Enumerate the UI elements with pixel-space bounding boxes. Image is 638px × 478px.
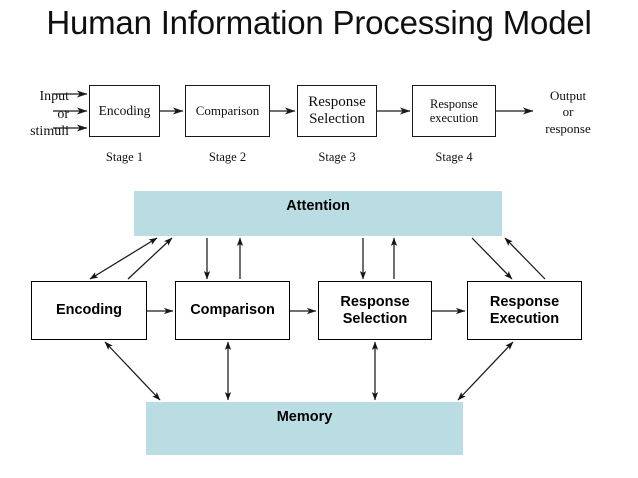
model-box-response-execution-line1: Response xyxy=(489,293,560,310)
attention-band-label: Attention xyxy=(286,198,350,214)
top-box-response-execution-line1: Response xyxy=(430,97,478,111)
arrow-encoding-to-attention xyxy=(127,237,173,280)
top-box-response-selection-line2: Selection xyxy=(309,111,365,127)
top-box-response-execution-label: Response execution xyxy=(430,97,479,125)
top-box-response-selection-line1: Response xyxy=(308,94,366,111)
output-label-line1: Output xyxy=(549,88,587,103)
model-box-encoding-label: Encoding xyxy=(55,302,123,319)
stage-caption-3: Stage 3 xyxy=(318,150,356,164)
model-box-comparison: Comparison xyxy=(175,281,290,340)
top-box-encoding: Encoding xyxy=(89,85,160,137)
input-label-line1: Input xyxy=(39,89,69,104)
arrow-attention-to-response-execution xyxy=(471,237,513,280)
top-box-response-execution-line2: execution xyxy=(429,111,479,125)
output-label-line3: response xyxy=(545,120,591,136)
model-box-comparison-label: Comparison xyxy=(190,302,275,319)
top-box-response-selection: Response Selection xyxy=(297,85,377,137)
model-box-response-selection-line1: Response xyxy=(340,293,410,310)
top-box-response-selection-label: Response Selection xyxy=(308,94,366,128)
output-response-label: Output or response xyxy=(522,88,614,137)
memory-band-label: Memory xyxy=(276,409,333,425)
memory-band: Memory xyxy=(146,402,463,455)
top-box-response-execution: Response execution xyxy=(412,85,496,137)
top-box-encoding-label: Encoding xyxy=(98,103,151,119)
top-box-comparison-label: Comparison xyxy=(195,102,260,118)
top-box-comparison: Comparison xyxy=(185,85,270,137)
model-box-response-execution-label: Response Execution xyxy=(490,294,559,328)
arrow-response-execution-to-attention xyxy=(504,237,546,280)
model-box-encoding: Encoding xyxy=(31,281,147,340)
model-box-response-execution: Response Execution xyxy=(467,281,582,340)
stage-caption-1: Stage 1 xyxy=(105,150,144,164)
input-label-line3: stimuli xyxy=(30,124,69,139)
arrow-encoding-memory xyxy=(104,341,161,401)
model-box-response-selection-line2: Selection xyxy=(342,310,408,327)
arrow-attention-to-encoding xyxy=(89,237,158,280)
arrow-encoding-to-attention-a xyxy=(148,237,158,245)
stage-caption-4: Stage 4 xyxy=(435,150,473,164)
model-box-response-execution-line2: Execution xyxy=(489,310,560,327)
input-label-line2: or xyxy=(57,106,69,122)
model-box-response-selection-label: Response Selection xyxy=(340,294,409,328)
input-stimuli-label: Input or stimuli xyxy=(0,88,69,141)
stage-caption-2: Stage 2 xyxy=(208,150,247,164)
attention-band: Attention xyxy=(134,191,502,236)
model-box-response-selection: Response Selection xyxy=(318,281,432,340)
output-label-line2: or xyxy=(562,104,574,120)
arrow-response-execution-memory xyxy=(457,341,514,401)
page-title: Human Information Processing Model xyxy=(46,4,592,41)
